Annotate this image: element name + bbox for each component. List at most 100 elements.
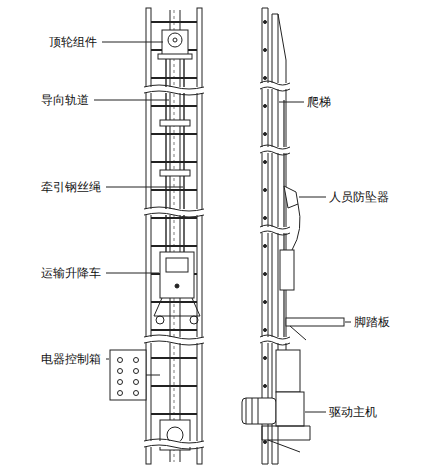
ladder-rung	[151, 133, 197, 135]
motor-fins	[246, 398, 258, 424]
top-wheel	[168, 33, 182, 47]
drive-housing	[276, 350, 300, 392]
break-gap	[260, 227, 290, 233]
drive-motor	[242, 398, 276, 424]
leader-lines	[94, 42, 351, 412]
ladder-rung	[151, 301, 197, 303]
button	[134, 391, 139, 396]
drive-drum	[167, 427, 183, 443]
break-mark	[144, 85, 204, 95]
break-gap	[260, 147, 290, 153]
part-label: 人员防坠器	[328, 190, 390, 204]
ladder-rung	[151, 385, 197, 387]
car-bolt	[175, 284, 179, 288]
rung-end	[264, 49, 267, 52]
guide-track-side	[278, 14, 286, 350]
button	[118, 391, 123, 396]
car-cover	[166, 258, 188, 272]
rung-end	[264, 105, 267, 108]
wire-rope	[165, 40, 166, 260]
fall-arrester	[284, 186, 298, 208]
car-side	[280, 250, 294, 290]
ladder-side-rail	[262, 8, 268, 464]
leader-line	[106, 273, 159, 274]
track-clamp	[160, 120, 190, 126]
break-line	[260, 151, 290, 155]
break-line	[144, 213, 204, 217]
top-wheel-base	[158, 54, 192, 59]
break-line	[144, 341, 204, 345]
button	[118, 358, 123, 363]
rung-end	[264, 133, 267, 136]
break-mark	[260, 145, 290, 155]
track-clamp	[160, 170, 190, 176]
leader-line	[102, 42, 163, 43]
rung-end	[264, 357, 267, 360]
break-gap	[144, 209, 204, 215]
break-line	[144, 445, 204, 449]
part-label: 脚踏板	[353, 315, 391, 329]
drive-bracket	[262, 426, 310, 452]
arrester-strap	[292, 204, 300, 250]
break-gap	[144, 337, 204, 343]
break-line	[144, 85, 204, 89]
break-mark	[260, 81, 290, 91]
button	[134, 369, 139, 374]
rung-end	[264, 21, 267, 24]
leader-line	[106, 187, 183, 188]
rung-end	[264, 189, 267, 192]
control-box	[110, 350, 146, 400]
top-wheel-frame	[162, 30, 188, 56]
guide-track	[174, 10, 175, 462]
rung-end	[264, 161, 267, 164]
break-line	[144, 91, 204, 95]
leader-line	[299, 197, 326, 198]
break-mark	[144, 207, 204, 217]
control-buttons	[118, 358, 139, 396]
break-gap	[260, 83, 290, 89]
break-line	[260, 145, 290, 149]
leader-line	[106, 359, 109, 360]
break-mark	[260, 335, 290, 345]
side-view	[242, 8, 344, 464]
hook	[190, 316, 198, 324]
rung-end	[264, 217, 267, 220]
ladder-rail	[197, 8, 202, 464]
car-hooks	[154, 298, 200, 316]
break-line	[260, 341, 290, 345]
break-line	[144, 335, 204, 339]
leader-line	[305, 412, 326, 413]
break-mark	[144, 439, 204, 449]
break-gap	[144, 441, 204, 447]
rung-end	[264, 441, 267, 444]
wheel-hub	[173, 38, 177, 42]
leader-line	[94, 100, 169, 101]
break-line	[260, 87, 290, 91]
lift-car	[160, 252, 194, 298]
wire-rope	[283, 100, 284, 340]
rung-end	[264, 245, 267, 248]
hook	[156, 316, 164, 324]
part-label: 驱动主机	[328, 405, 378, 419]
button	[118, 380, 123, 385]
part-label: 爬梯	[306, 95, 332, 109]
part-label: 顶轮组件	[48, 35, 98, 49]
rung-end	[264, 301, 267, 304]
button	[118, 369, 123, 374]
wire-rope	[183, 40, 184, 260]
rung-end	[264, 77, 267, 80]
leader-line	[279, 102, 304, 103]
part-label: 导向轨道	[40, 93, 90, 107]
leader-line	[345, 322, 351, 323]
break-gap	[260, 337, 290, 343]
break-line	[144, 207, 204, 211]
break-marks	[144, 85, 204, 449]
break-mark	[260, 225, 290, 235]
footboard-brace	[290, 326, 306, 340]
gearbox	[276, 392, 304, 426]
break-marks	[260, 81, 290, 345]
break-line	[260, 335, 290, 339]
button	[134, 358, 139, 363]
